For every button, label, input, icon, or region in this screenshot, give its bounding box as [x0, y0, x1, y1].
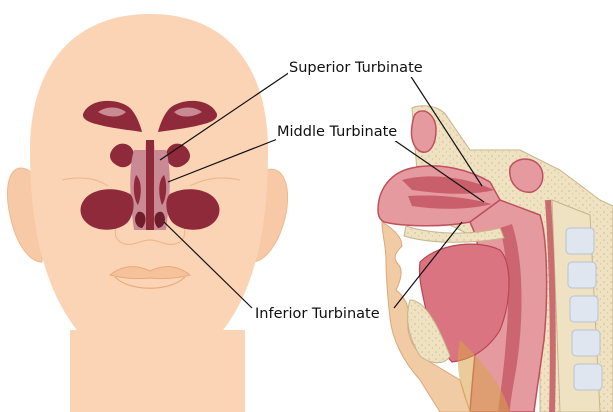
label-superior-turbinate: Superior Turbinate [288, 59, 424, 77]
front-head [7, 14, 287, 412]
vertebra-1 [566, 228, 594, 254]
frontal-sinus-sagittal [411, 111, 436, 152]
label-middle-turbinate: Middle Turbinate [276, 123, 398, 141]
label-inferior-turbinate: Inferior Turbinate [254, 305, 381, 323]
vertebra-5 [574, 364, 602, 390]
vertebra-3 [570, 296, 598, 322]
vertebra-4 [572, 330, 600, 356]
sagittal-view [378, 106, 613, 412]
vertebra-2 [568, 262, 596, 288]
